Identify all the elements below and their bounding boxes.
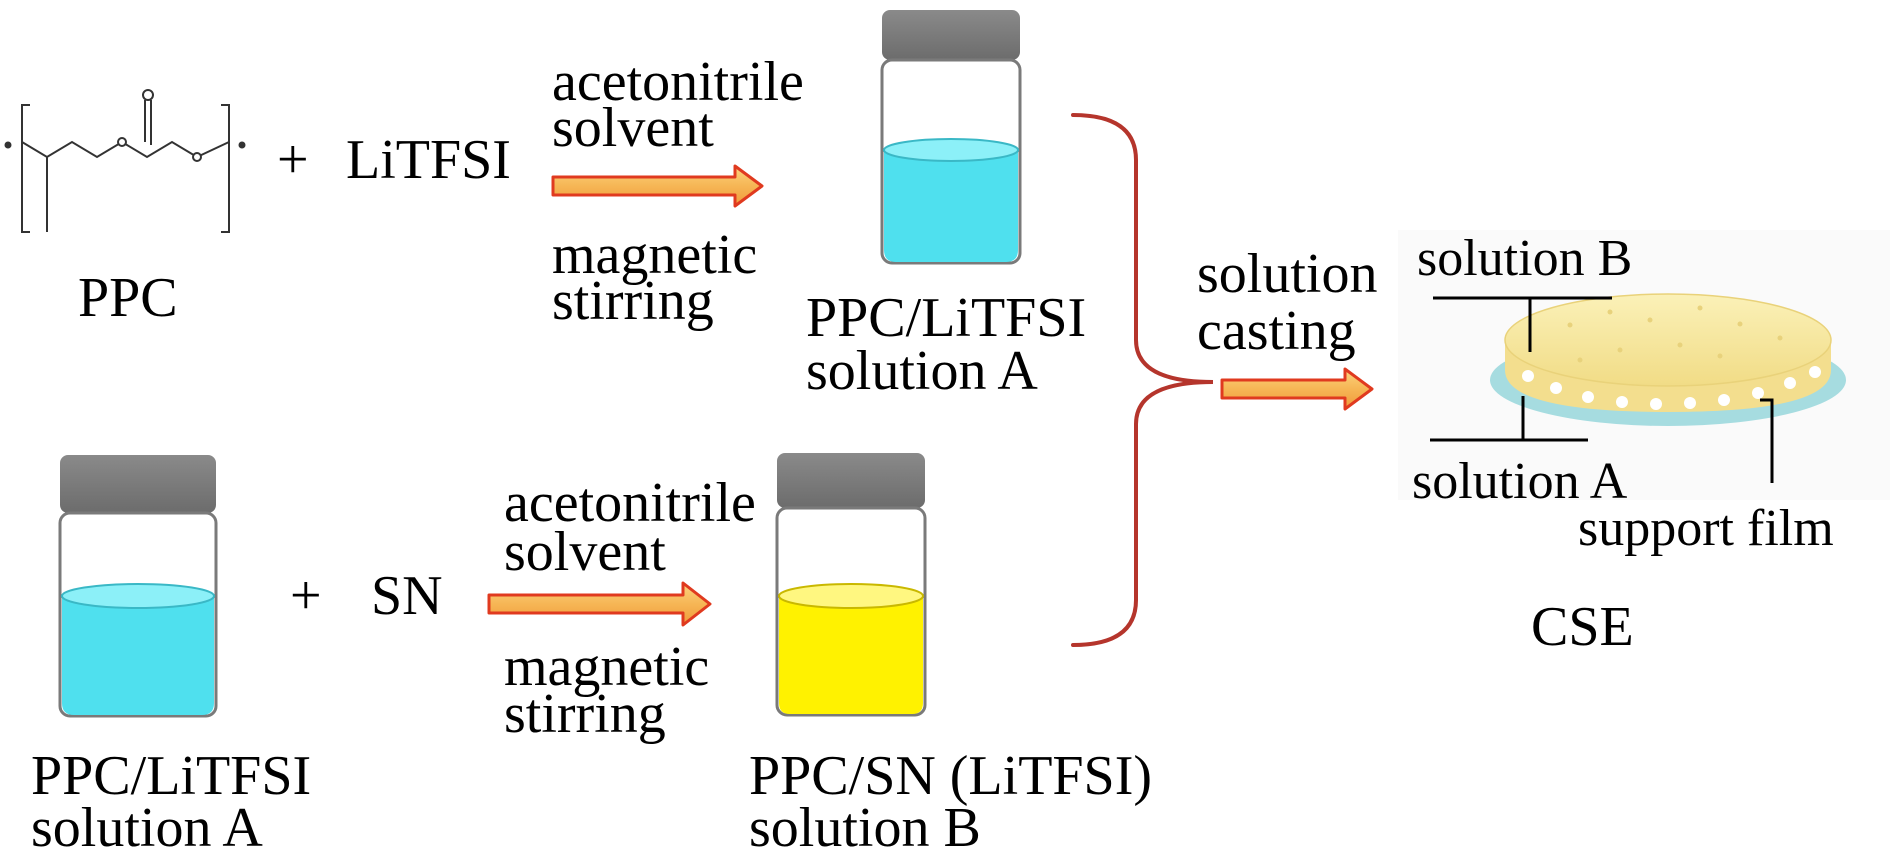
- product-top-line2: solution A: [806, 340, 1038, 402]
- process-top-below-line2: stirring: [552, 270, 714, 332]
- product-bottom-line1: PPC/SN (LiTFSI): [749, 745, 1152, 807]
- process-bottom-below-line2: stirring: [504, 683, 666, 745]
- ppc-label: PPC: [78, 267, 178, 329]
- ppc-structure-icon: [4, 89, 246, 233]
- process-top-above-line1: acetonitrile: [552, 51, 804, 113]
- arrow-top-icon: [551, 164, 764, 208]
- plus-sign-top: +: [277, 129, 309, 191]
- process-bottom-above-line2: solvent: [504, 521, 666, 583]
- process-top-below-line1: magnetic: [552, 224, 758, 286]
- product-top-line1: PPC/LiTFSI: [806, 287, 1087, 349]
- reactant-bottom-line2: solution A: [31, 797, 263, 859]
- product-bottom-line2: solution B: [749, 797, 981, 859]
- cse-solution-b-label: solution B: [1417, 230, 1633, 287]
- reactant-bottom-line1: PPC/LiTFSI: [31, 745, 312, 807]
- arrow-bottom-icon: [487, 581, 712, 627]
- vial-solution-a-top-icon: [880, 10, 1022, 265]
- casting-line1: solution: [1197, 243, 1378, 305]
- arrow-casting-icon: [1220, 367, 1374, 411]
- cse-support-film-label: support film: [1578, 500, 1834, 557]
- cse-membrane-icon: [1398, 230, 1890, 500]
- process-top-above-line2: solvent: [552, 97, 714, 159]
- vial-solution-a-bottom-icon: [58, 455, 218, 718]
- plus-sign-bottom: +: [290, 565, 322, 627]
- litfsi-label: LiTFSI: [346, 129, 511, 191]
- cse-title: CSE: [1531, 596, 1634, 658]
- vial-solution-b-icon: [775, 453, 927, 717]
- sn-label: SN: [371, 565, 443, 627]
- cse-solution-a-label: solution A: [1412, 453, 1628, 510]
- merge-brace-icon: [1071, 113, 1214, 647]
- process-bottom-below-line1: magnetic: [504, 636, 710, 698]
- casting-line2: casting: [1197, 300, 1356, 362]
- process-bottom-above-line1: acetonitrile: [504, 472, 756, 534]
